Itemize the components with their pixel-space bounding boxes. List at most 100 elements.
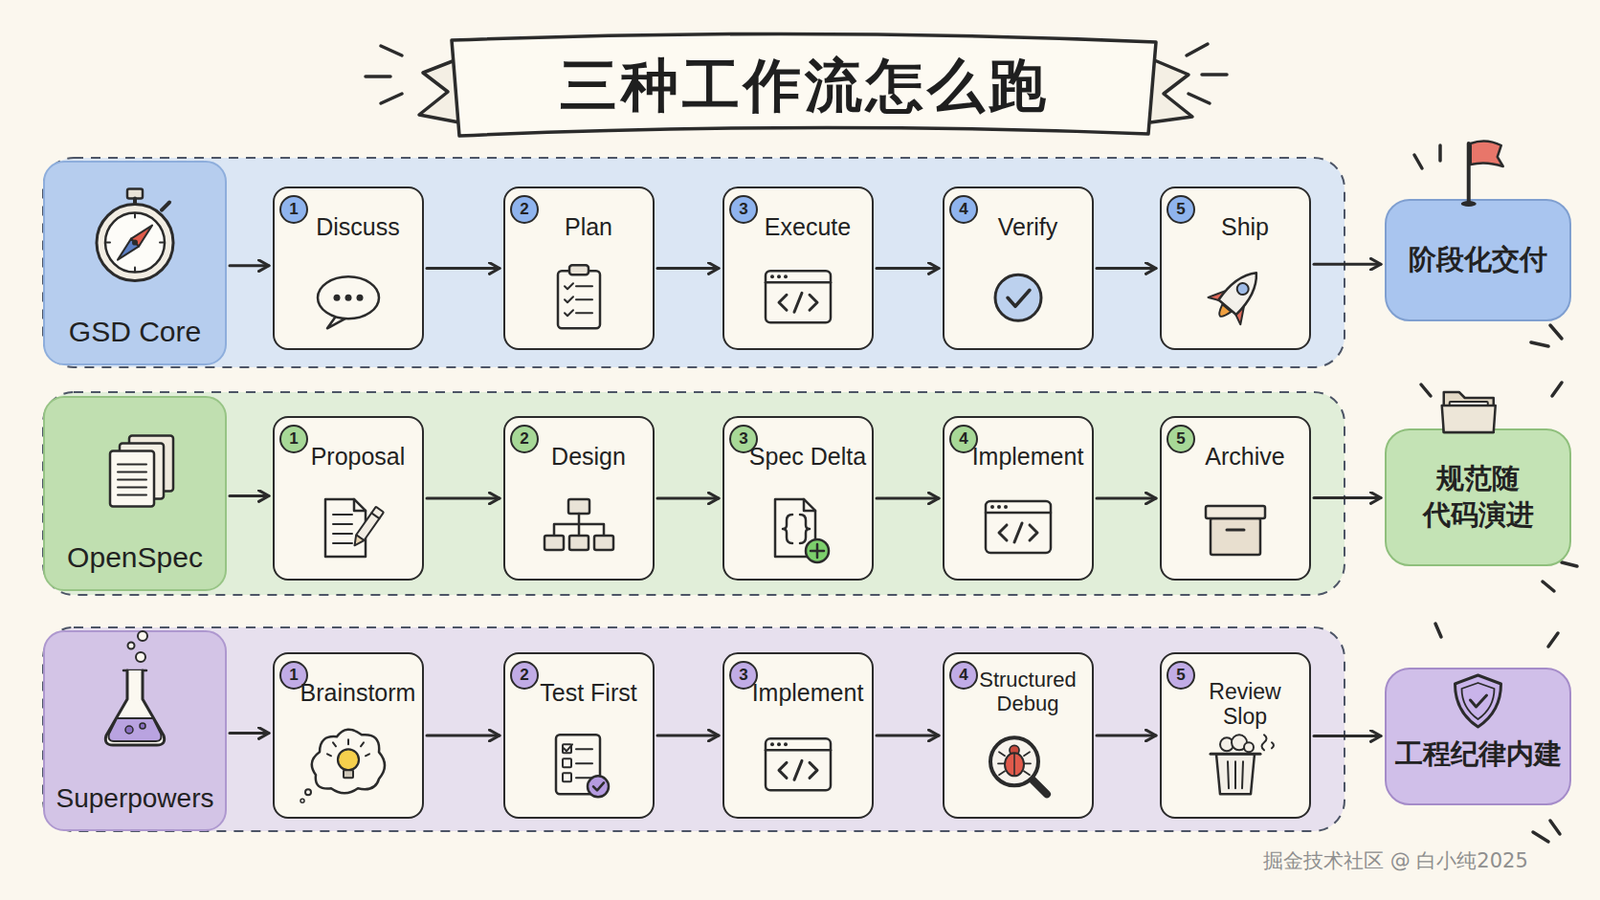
icon-stroke (1455, 675, 1502, 728)
step-number: 5 (1166, 195, 1196, 224)
icon-rect (129, 436, 174, 492)
sparkle-mark (1414, 155, 1423, 169)
icon-stroke (117, 479, 147, 482)
icon-stroke (593, 782, 604, 791)
icon-circle (777, 742, 781, 747)
icon-stroke (1466, 143, 1471, 203)
icon-stroke (131, 225, 153, 247)
step-label: Discuss (297, 213, 419, 242)
icon-stroke (809, 762, 818, 778)
icon-stroke (333, 742, 336, 747)
flow-arrow (426, 497, 500, 501)
icon-stroke (1007, 289, 1030, 307)
icon-stroke (123, 669, 147, 673)
flow-arrow (657, 497, 719, 501)
step-number: 5 (1166, 424, 1196, 454)
icon-stroke (1227, 761, 1244, 789)
step-number: 2 (510, 195, 539, 224)
icon-stroke (985, 511, 1051, 515)
bulb-icon (300, 730, 385, 804)
sparkle-mark (1552, 382, 1562, 397)
icon-stroke (576, 748, 593, 751)
step-label: Implement (747, 679, 868, 708)
icon-circle (805, 539, 829, 563)
icon-circle (995, 274, 1042, 321)
clipboard-icon (557, 265, 600, 329)
step-box: 1Proposal (272, 416, 424, 581)
rocket-icon (1203, 259, 1273, 330)
icon-rect (355, 507, 384, 541)
icon-stroke (133, 199, 137, 205)
icon-rect (568, 499, 590, 514)
step-label: Test First (528, 679, 649, 708)
row-label: Superpowers (44, 783, 225, 815)
icon-stroke (1014, 523, 1023, 543)
flow-arrow (229, 732, 269, 735)
icon-stroke (564, 283, 574, 289)
icon-stroke (106, 242, 111, 245)
icon-circle (135, 652, 146, 663)
step-box: 3Execute (722, 186, 874, 351)
folder-icon (1442, 392, 1496, 433)
row-band (43, 627, 1345, 832)
icon-circle (587, 776, 609, 798)
icon-stroke (765, 281, 831, 285)
docpen-icon (325, 499, 384, 557)
icon-rect (110, 451, 155, 508)
sparkle-mark (1533, 832, 1549, 843)
icon-stroke (576, 311, 593, 314)
code-icon (765, 270, 831, 323)
icon-stroke (1218, 265, 1266, 315)
bug-body (1004, 753, 1024, 777)
icon-circle (770, 742, 775, 747)
icon-circle (1220, 737, 1234, 752)
row-band (43, 157, 1345, 368)
tree-icon (544, 499, 614, 551)
icon-rect (765, 738, 831, 791)
icon-rect (557, 270, 600, 329)
icon-stroke (117, 471, 147, 474)
step-label: Archive (1184, 443, 1306, 471)
icon-stroke (333, 533, 353, 535)
icon-stroke (1029, 777, 1047, 795)
icon-layer (96, 140, 1504, 803)
icon-stroke (576, 762, 593, 765)
icon-stroke (109, 718, 162, 742)
flow-arrow (229, 494, 269, 498)
rocket-icon (1203, 259, 1273, 330)
icon-rect (555, 734, 600, 795)
icon-circle (1234, 281, 1251, 298)
icon-circle (356, 294, 364, 302)
icon-stroke (117, 464, 147, 467)
flow-arrow (657, 734, 719, 738)
icon-circle (1003, 505, 1008, 510)
icon-stroke (117, 494, 147, 497)
icon-circle (96, 204, 174, 282)
icon-rect (562, 744, 572, 754)
icon-stroke (325, 499, 366, 557)
title: 三种工作流怎么跑 (459, 40, 1151, 133)
braces-icon (775, 499, 829, 563)
icon-rect (562, 758, 572, 768)
icon-stroke (810, 544, 824, 558)
step-label: Brainstorm (297, 679, 419, 708)
icon-stroke (133, 214, 136, 219)
icon-stroke (1262, 734, 1275, 751)
step-box: 4Implement (942, 416, 1094, 581)
sparkle-mark (1421, 384, 1431, 397)
icon-rect (569, 535, 589, 551)
icon-stroke (1462, 683, 1495, 720)
title-banner (419, 33, 1193, 136)
code-icon (985, 501, 1051, 554)
icon-circle (300, 799, 305, 803)
icon-stroke (333, 523, 353, 526)
step-box: 5Archive (1159, 416, 1312, 581)
icon-stroke (347, 739, 350, 745)
icon-circle (990, 737, 1039, 786)
shield-icon (1455, 675, 1502, 728)
step-box: 2Plan (503, 186, 655, 351)
icon-stroke (782, 514, 793, 544)
step-box: 3Spec Delta (722, 416, 874, 581)
icon-circle (333, 294, 341, 302)
